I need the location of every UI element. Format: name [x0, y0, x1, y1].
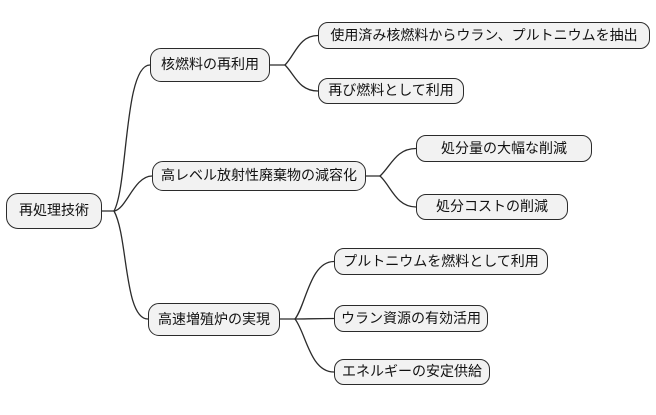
mindmap-node-branch-3: 高速増殖炉の実現 [148, 303, 280, 336]
connector-root-to-branch-2 [113, 175, 153, 212]
mindmap-node-leaf-3-3: エネルギーの安定供給 [334, 359, 490, 385]
mindmap-node-leaf-3-1: プルトニウムを燃料として利用 [334, 248, 548, 275]
connector-branch-2-to-leaf-1 [379, 147, 417, 177]
connector-branch-1-to-leaf-2 [284, 64, 319, 92]
connector-branch-3-to-leaf-2 [294, 317, 335, 320]
mindmap-node-leaf-2-2: 処分コストの削減 [416, 194, 568, 220]
mindmap-node-leaf-2-1: 処分量の大幅な削減 [416, 135, 592, 162]
connector-branch-2-to-leaf-2 [379, 175, 417, 208]
mindmap-node-branch-2: 高レベル放射性廃棄物の減容化 [152, 161, 366, 191]
mindmap-node-leaf-3-2: ウラン資源の有効活用 [334, 305, 488, 332]
mindmap-node-branch-1: 核燃料の再利用 [150, 48, 270, 82]
connector-root-to-branch-1 [113, 64, 151, 212]
connector-branch-3-to-leaf-1 [294, 260, 335, 320]
mindmap-node-leaf-1-2: 再び燃料として利用 [318, 78, 464, 104]
mindmap-node-leaf-1-1: 使用済み核燃料からウラン、プルトニウムを抽出 [318, 22, 650, 49]
mindmap-node-root: 再処理技術 [6, 193, 102, 229]
connector-root-to-branch-3 [113, 210, 149, 320]
connector-branch-1-to-leaf-1 [284, 34, 319, 66]
connector-branch-3-to-leaf-3 [294, 318, 335, 373]
